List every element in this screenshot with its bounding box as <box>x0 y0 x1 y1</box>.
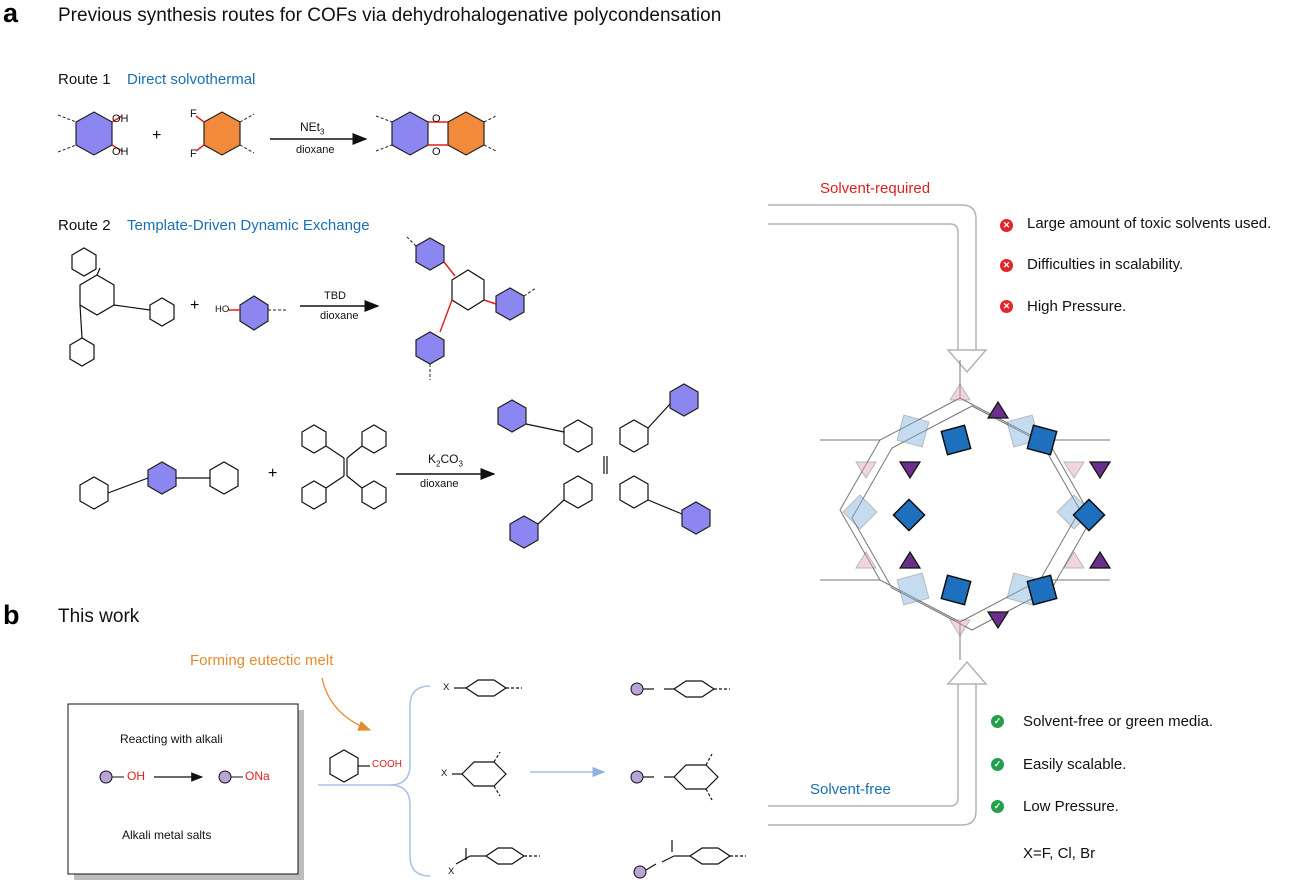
ester-product <box>633 840 746 879</box>
advantage-1: Solvent-free or green media. <box>1023 713 1214 730</box>
box-oh-label: OH <box>127 769 145 783</box>
solvent-free-pipe <box>768 660 988 826</box>
drawback-3: High Pressure. <box>1027 298 1127 315</box>
alkali-box <box>67 703 299 875</box>
aryl-ether-product <box>630 680 730 698</box>
solvent-required-pipe <box>768 204 988 374</box>
box-top-text: Reacting with alkali <box>120 732 223 746</box>
halogen-note: X=F, Cl, Br <box>1023 845 1096 862</box>
x-label-triazine: X <box>441 768 448 779</box>
advantage-icon-3: ✓ <box>991 800 1004 813</box>
route2-ho-label: HO <box>215 304 230 315</box>
route1-o-top: O <box>432 113 441 125</box>
purple-node-oh <box>99 770 113 784</box>
branch-connector <box>318 685 431 877</box>
acyl-halide-phenyl <box>455 847 540 865</box>
eutectic-label: Forming eutectic melt <box>190 652 334 669</box>
advantage-icon-1: ✓ <box>991 715 1004 728</box>
panel-a-letter: a <box>3 0 19 28</box>
route2-label: Route 2 <box>58 217 111 234</box>
route2-plus-1: + <box>190 297 199 314</box>
triazine-ether-product <box>630 753 719 801</box>
route1-orange-hexagon <box>195 111 255 156</box>
route1-f-bottom: F <box>190 148 197 160</box>
route2-solvent-1: dioxane <box>320 310 359 322</box>
triazine-triphenoxy <box>69 247 175 367</box>
drawback-icon-3: ✕ <box>1000 300 1013 313</box>
route1-oh-top: OH <box>112 113 129 125</box>
route1-name: Direct solvothermal <box>127 71 256 88</box>
route2-product-1 <box>405 235 537 380</box>
x-label-phenyl: X <box>443 682 450 693</box>
route1-plus: + <box>152 127 161 144</box>
benzoic-acid <box>329 749 370 783</box>
route2-reagent-2: K2CO3 <box>428 452 463 469</box>
drawback-icon-1: ✕ <box>1000 219 1013 232</box>
route1-blue-hexagon <box>57 111 123 156</box>
route1-oh-bottom: OH <box>112 146 129 158</box>
box-ona-label: ONa <box>245 769 270 783</box>
advantage-icon-2: ✓ <box>991 758 1004 771</box>
solvent-free-label: Solvent-free <box>810 781 891 798</box>
advantage-3: Low Pressure. <box>1023 798 1119 815</box>
acid-label: COOH <box>372 759 402 770</box>
drawback-2: Difficulties in scalability. <box>1027 256 1184 273</box>
route1-product <box>375 111 497 156</box>
cof-framework <box>820 360 1112 660</box>
route1-label: Route 1 <box>58 71 111 88</box>
drawback-icon-2: ✕ <box>1000 259 1013 272</box>
solvent-required-label: Solvent-required <box>820 180 931 197</box>
route2-solvent-2: dioxane <box>420 478 459 490</box>
panel-b-letter: b <box>3 600 20 630</box>
advantage-2: Easily scalable. <box>1023 756 1127 773</box>
drawback-1: Large amount of toxic solvents used. <box>1027 215 1272 232</box>
panel-b-title: This work <box>58 606 140 627</box>
route2-reagent-1: TBD <box>324 290 346 302</box>
route2-plus-2: + <box>268 465 277 482</box>
route1-o-bottom: O <box>432 146 441 158</box>
box-bottom-text: Alkali metal salts <box>122 828 212 842</box>
route2-name: Template-Driven Dynamic Exchange <box>127 217 370 234</box>
halo-phenyl <box>454 679 522 697</box>
route1-solvent: dioxane <box>296 144 335 156</box>
route2-product-2 <box>497 383 711 549</box>
eutectic-arrow <box>321 677 372 731</box>
route2-hydroxy-blue-hexagon <box>228 295 288 331</box>
tetraphenylethylene-monomer <box>301 424 387 510</box>
purple-node-ona <box>218 770 232 784</box>
route1-f-top: F <box>190 108 197 120</box>
pyridyl-ester-monomer <box>79 461 239 510</box>
panel-a-title: Previous synthesis routes for COFs via d… <box>58 5 722 26</box>
x-label-acyl: X <box>448 866 455 877</box>
route1-reagent: NEt3 <box>300 120 325 137</box>
halo-triazine <box>452 751 507 797</box>
